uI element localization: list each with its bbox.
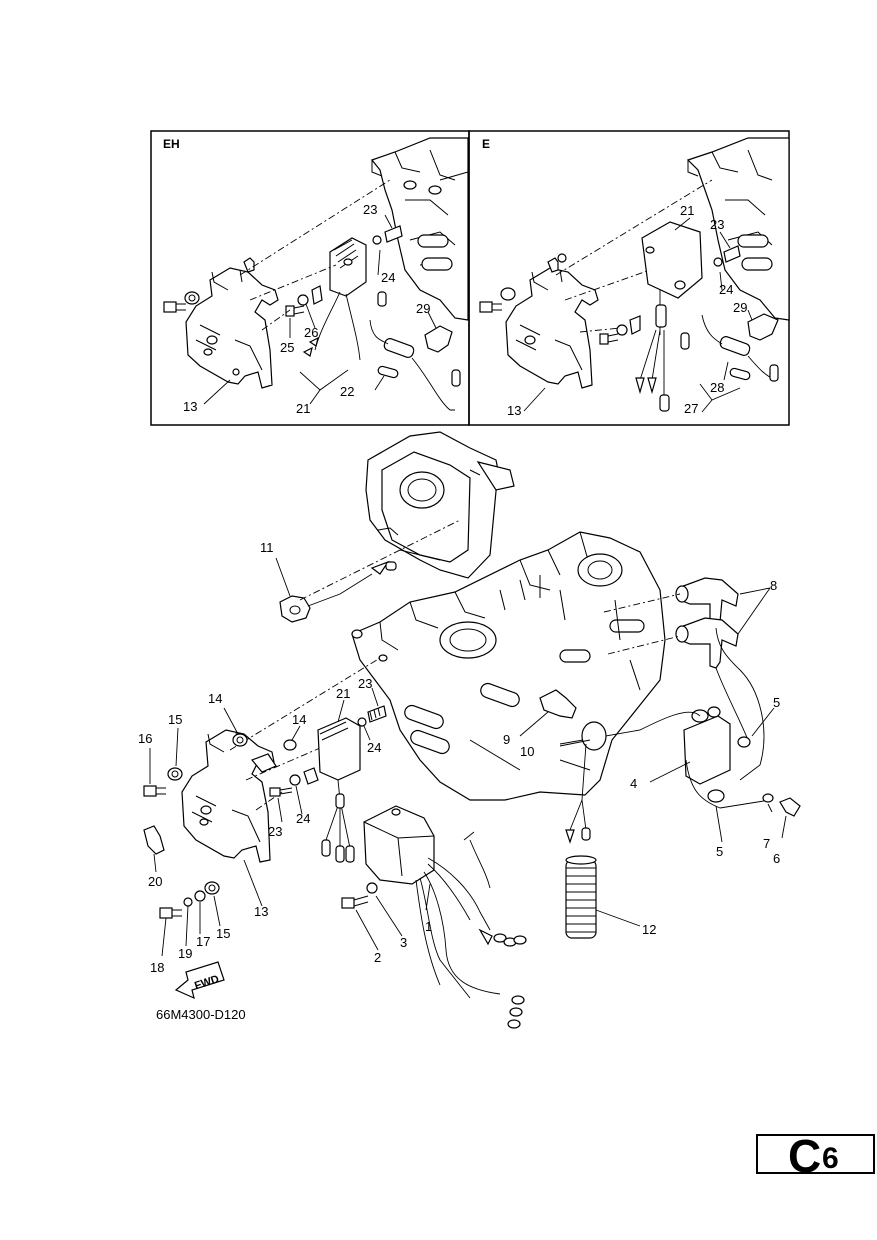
inset-eh: EH [150,130,470,426]
spark-plug-caps [603,577,771,741]
callout-21: 21 [336,686,350,701]
callout-23a: 23 [358,676,372,691]
callout-6: 6 [773,851,780,866]
e-connector [701,313,779,382]
callout-11: 11 [260,540,274,555]
engine-block [351,531,666,801]
rectifier-bolt [357,687,387,741]
callout-eh-26: 26 [304,325,318,340]
clip [143,825,165,873]
callout-10: 10 [520,744,534,759]
callout-20: 20 [148,874,162,889]
page-tab-number: 6 [822,1142,839,1175]
callout-e-24: 24 [719,282,733,297]
callout-9: 9 [503,732,510,747]
callout-18: 18 [150,960,164,975]
e-bracket [505,257,599,389]
ignition-coil [559,669,801,843]
callout-23b: 23 [268,824,282,839]
lower-mount [159,881,221,957]
callout-3: 3 [400,935,407,950]
callout-eh-29: 29 [416,301,430,316]
callout-5a: 5 [773,695,780,710]
eh-bolt-left [163,291,200,313]
e-small-parts [557,245,741,345]
callout-14a: 14 [208,691,222,706]
cdi-unit [363,805,527,1029]
inset-eh-header: EH [163,137,180,151]
eh-rectifier [302,237,387,361]
callout-e-13: 13 [507,403,521,418]
e-bolt-left [479,287,516,313]
callout-16: 16 [138,731,152,746]
callout-e-29: 29 [733,300,747,315]
callout-15a: 15 [168,712,182,727]
callout-e-27: 27 [684,401,698,416]
callout-24b: 24 [296,811,310,826]
callout-14b: 14 [292,712,306,727]
callout-eh-24: 24 [381,270,395,285]
page-tab-letter: C [788,1130,822,1182]
cdi-bolt [341,882,403,951]
callout-e-21: 21 [680,203,694,218]
page-tab: C 6 [756,1130,875,1182]
protector-tube [565,855,641,939]
eh-bracket [185,257,279,389]
callout-15b: 15 [216,926,230,941]
callout-eh-23: 23 [363,202,377,217]
callout-2: 2 [374,950,381,965]
eh-small-parts [285,225,403,379]
callout-13: 13 [254,904,268,919]
callout-7: 7 [763,836,770,851]
callout-e-23: 23 [710,217,724,232]
callout-eh-21: 21 [296,401,310,416]
e-rectifier [635,221,703,412]
inset-e-header: E [482,137,490,151]
spark-plug-boot [559,721,607,844]
callout-eh-25: 25 [280,340,294,355]
lower-bolt [269,767,319,823]
callout-12: 12 [642,922,656,937]
eh-engine-block [371,137,469,321]
cylinder-head [365,431,515,579]
callout-e-28: 28 [710,380,724,395]
sensor-switch [519,689,577,737]
grommets [223,707,301,751]
callout-eh-13: 13 [183,399,197,414]
callout-19: 19 [178,946,192,961]
callout-17: 17 [196,934,210,949]
inset-e: E [468,130,790,426]
callout-8: 8 [770,578,777,593]
eh-connector [369,319,461,411]
thermo-sensor [275,519,461,623]
main-assembly: 11 8 [138,431,801,1029]
callout-4: 4 [630,776,637,791]
callout-eh-22: 22 [340,384,354,399]
e-engine-block [686,137,790,321]
main-bracket [181,657,381,863]
fwd-arrow: FWD [174,961,225,1000]
callout-5b: 5 [716,844,723,859]
drawing-code: 66M4300-D120 [156,1007,246,1022]
callout-1: 1 [425,919,432,934]
left-mount [143,727,183,797]
callout-24a: 24 [367,740,381,755]
main-rectifier [317,699,361,863]
